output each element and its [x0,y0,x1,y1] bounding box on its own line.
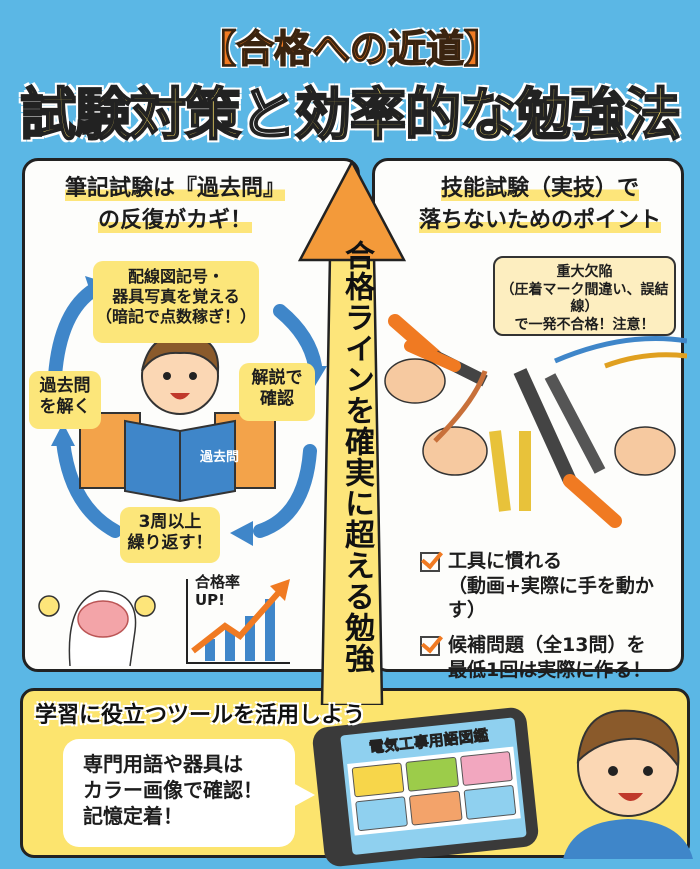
student-reading-illustration [79,334,276,503]
practical-exam-panel: 技能試験（実技）で 落ちないためのポイント 重大欠陥 （圧着マーク間違い、誤結線… [372,158,687,681]
checklist-text: 候補問題（全13問）を 最低1回は実際に作る！ [448,634,652,681]
checklist-text: 工具に慣れる （動画+実際に手を動かす） [448,550,654,622]
checklist-item: 工具に慣れる （動画+実際に手を動かす） [420,549,680,623]
tablet-tile-breaker[interactable] [463,784,517,820]
kicker-title: 【合格への近道】 [197,26,503,72]
center-arrow-text: 合格ラインを確実に超える勉強 [339,240,374,674]
written-exam-title: 筆記試験は『過去問』 の反復がカギ！ [25,173,325,237]
cycle-arrow-top-left [48,282,102,383]
tablet-tile-stripper[interactable] [409,790,463,826]
crimping-pliers-icon [388,314,488,387]
tools-panel: 学習に役立つツールを活用しよう 専門用語や器具は カラー画像で確認！ 記憶定着！… [20,688,693,868]
tablet-tile-pliers[interactable] [405,756,459,792]
boy-smiling-illustration [563,709,693,859]
practical-checklist: 工具に慣れる （動画+実際に手を動かす） 候補問題（全13問）を 最低1回は実際… [420,549,680,682]
title-and: と [239,82,297,149]
title-part2: 効率的な勉強法 [294,82,682,149]
cycle-arrow-bottom-right [253,444,317,538]
pliers-bottom-icon [489,430,531,512]
written-title-line1: 筆記試験は『過去問』 [64,176,285,201]
practical-title-line2: 落ちないためのポイント [418,207,661,233]
cycle-step-repeat: 3周以上 繰り返す！ [120,507,220,563]
main-title: 試験対策と効率的な勉強法 [0,70,700,151]
major-defect-warning-bubble: 重大欠陥 （圧着マーク間違い、誤結線） で一発不合格！注意！ [493,256,676,336]
checklist-item: 候補問題（全13問）を 最低1回は実際に作る！ [420,633,680,682]
book-label: 過去問 [199,449,239,465]
brain-lightbulb-icon [38,590,156,667]
cycle-arrows-illustration: 過去問 [38,276,327,667]
bubble-tail-icon [293,783,315,807]
cycle-arrow-bottom-left [56,434,122,538]
practical-exam-title: 技能試験（実技）で 落ちないためのポイント [395,173,685,237]
center-arrow [297,160,407,705]
tablet-device: 電気工事用語図鑑 [311,706,540,868]
cycle-step-solve: 過去問 を解く [29,371,101,429]
tablet-tile-wire[interactable] [355,796,409,832]
practical-title-line1: 技能試験（実技）で [440,176,639,201]
tablet-screen: 電気工事用語図鑑 [340,717,527,855]
title-part1: 試験対策 [19,82,242,149]
tools-hands-illustration [384,314,687,528]
written-title-line2: の反復がカギ！ [97,207,252,233]
tools-heading: 学習に役立つツールを活用しよう [35,703,366,728]
tools-speech-bubble: 専門用語や器具は カラー画像で確認！ 記憶定着！ [63,739,295,847]
tablet-tile-crimper[interactable] [351,762,405,798]
cable-icon [433,370,488,443]
pass-rate-label: 合格率 UP! [195,573,241,609]
wire-stripper-icon [513,368,622,528]
arrow-head [297,160,407,262]
cycle-step-memorize: 配線図記号・ 器具写真を覚える （暗記で点数稼ぎ！） [93,261,259,343]
checkbox-checked-icon [420,636,440,657]
cycle-step-review: 解説で 確認 [239,363,315,421]
written-exam-panel: 筆記試験は『過去問』 の反復がカギ！ 過去問 [22,158,360,672]
pass-rate-up-chart-icon [186,579,290,664]
tablet-tile-switch[interactable] [459,751,513,787]
cycle-arrow-top-right [273,304,322,373]
checkbox-checked-icon [420,552,440,572]
